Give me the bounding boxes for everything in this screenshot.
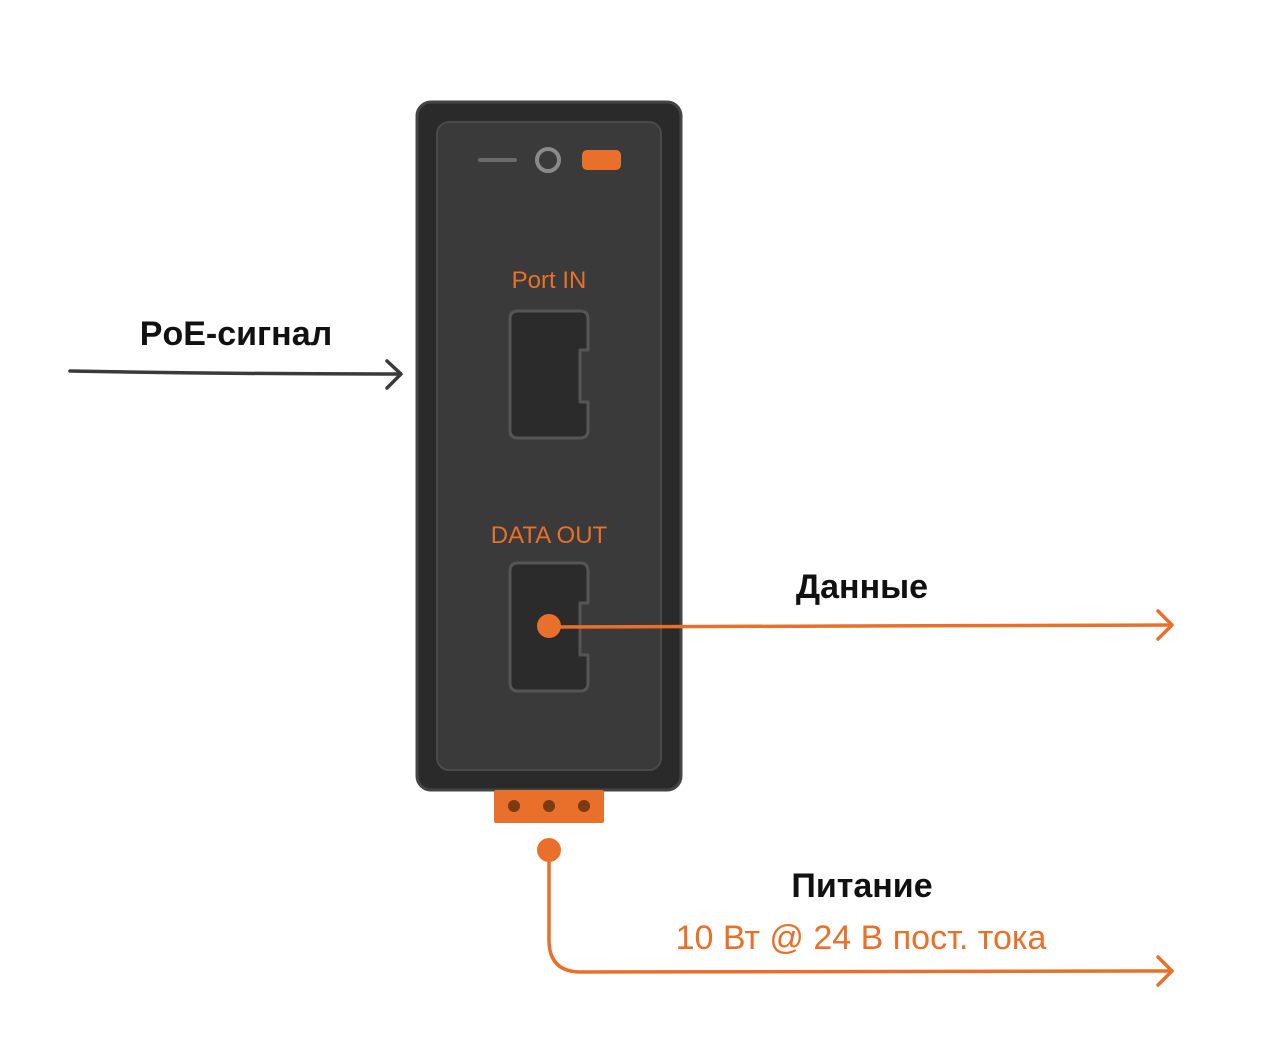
device-front-panel <box>436 121 662 771</box>
data-label: Данные <box>796 568 928 606</box>
terminal-screw-2 <box>543 800 555 812</box>
terminal-screw-1 <box>508 800 520 812</box>
power-output-arrow <box>537 838 1174 987</box>
port-in-label: Port IN <box>512 267 587 294</box>
port-in-socket <box>508 309 590 440</box>
poe-input-arrow <box>68 359 403 390</box>
data-out-label: DATA OUT <box>491 522 608 549</box>
reset-button-icon <box>535 147 561 173</box>
poe-signal-label: PoE-сигнал <box>140 315 332 353</box>
poe-splitter-device: Port IN DATA OUT <box>415 100 683 823</box>
data-output-arrow <box>537 609 1174 641</box>
power-spec-label: 10 Вт @ 24 В пост. тока <box>676 919 1047 957</box>
power-label: Питание <box>791 867 932 905</box>
terminal-screw-3 <box>578 800 590 812</box>
power-led-icon <box>582 150 621 170</box>
